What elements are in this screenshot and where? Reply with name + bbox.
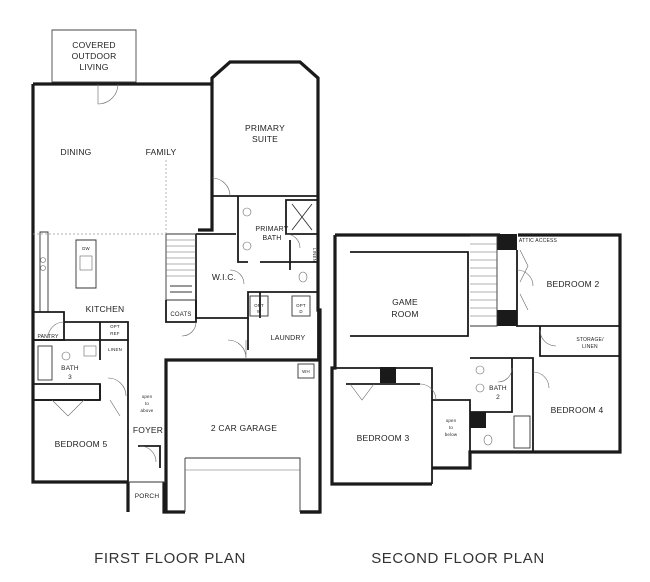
game-room-label-2: ROOM — [391, 309, 418, 319]
wic-label: W.I.C. — [212, 272, 236, 282]
kitchen-label: KITCHEN — [86, 304, 125, 314]
primary-suite-label-2: SUITE — [252, 134, 278, 144]
bedroom4-label: BEDROOM 4 — [551, 405, 604, 415]
dw-label: DW — [82, 246, 90, 251]
open-below-label-1: open — [446, 418, 457, 423]
opt-ref-label-1: OPT — [110, 324, 120, 329]
opt-d-label-1: OPT — [296, 303, 306, 308]
open-above-label-1: open — [142, 394, 153, 399]
second-floor-door-swings — [349, 249, 557, 401]
attic-access-label: ATTIC ACCESS — [519, 238, 558, 244]
foyer-label: FOYER — [133, 425, 163, 435]
opt-w-label-1: OPT — [254, 303, 264, 308]
covered-outdoor-living-label-3: LIVING — [79, 62, 108, 72]
second-floor-plan: ATTIC ACCESS BEDROOM 2 GAME ROOM STORAGE… — [330, 233, 622, 567]
bedroom2-label: BEDROOM 2 — [547, 279, 600, 289]
laundry-label: LAUNDRY — [271, 335, 306, 342]
linen-label: LINEN — [312, 248, 317, 262]
wh-label: WH — [302, 369, 310, 374]
open-below-label-2: to — [449, 425, 453, 430]
opt-w-label-2: W — [257, 309, 262, 314]
bedroom5-label: BEDROOM 5 — [55, 439, 108, 449]
bath2-label-2: 2 — [496, 394, 500, 401]
first-floor-stairs — [165, 233, 197, 301]
bath2-label-1: BATH — [489, 385, 507, 392]
dining-label: DINING — [61, 147, 92, 157]
linen2-label: LINEN — [108, 347, 122, 352]
primary-suite-label-1: PRIMARY — [245, 123, 285, 133]
bath3-label-2: 3 — [68, 374, 72, 381]
storage-linen-label-1: STORAGE/ — [576, 337, 604, 343]
primary-bath-label-2: BATH — [263, 235, 282, 242]
open-above-label-2: to — [145, 401, 149, 406]
second-floor-stairs — [470, 235, 498, 327]
storage-linen-label-2: LINEN — [582, 344, 598, 350]
opt-d-label-2: D — [299, 309, 302, 314]
door-swings — [47, 83, 301, 463]
second-floor-exterior-wall — [330, 233, 622, 486]
first-floor-title: FIRST FLOOR PLAN — [94, 550, 246, 567]
opt-ref-label-2: REF — [110, 331, 119, 336]
open-below-label-3: below — [445, 432, 458, 437]
covered-outdoor-living-label-2: OUTDOOR — [72, 51, 117, 61]
first-floor-plan: COVERED OUTDOOR LIVING DINING FAMILY PRI… — [31, 29, 322, 567]
bath3-label-1: BATH — [61, 365, 79, 372]
pantry-label: PANTRY — [37, 334, 58, 340]
primary-suite-bay — [210, 60, 322, 514]
family-label: FAMILY — [146, 147, 177, 157]
coats-label: COATS — [170, 312, 191, 318]
game-room-label-1: GAME — [392, 297, 418, 307]
bedroom3-label: BEDROOM 3 — [357, 433, 410, 443]
kitchen-counter — [39, 231, 49, 313]
primary-bath-label-1: PRIMARY — [255, 226, 288, 233]
second-floor-title: SECOND FLOOR PLAN — [371, 550, 545, 567]
open-above-label-3: above — [141, 408, 154, 413]
garage-door — [184, 457, 301, 512]
porch-label: PORCH — [135, 493, 160, 500]
covered-outdoor-living-label-1: COVERED — [72, 40, 115, 50]
garage-label: 2 CAR GARAGE — [211, 423, 277, 433]
